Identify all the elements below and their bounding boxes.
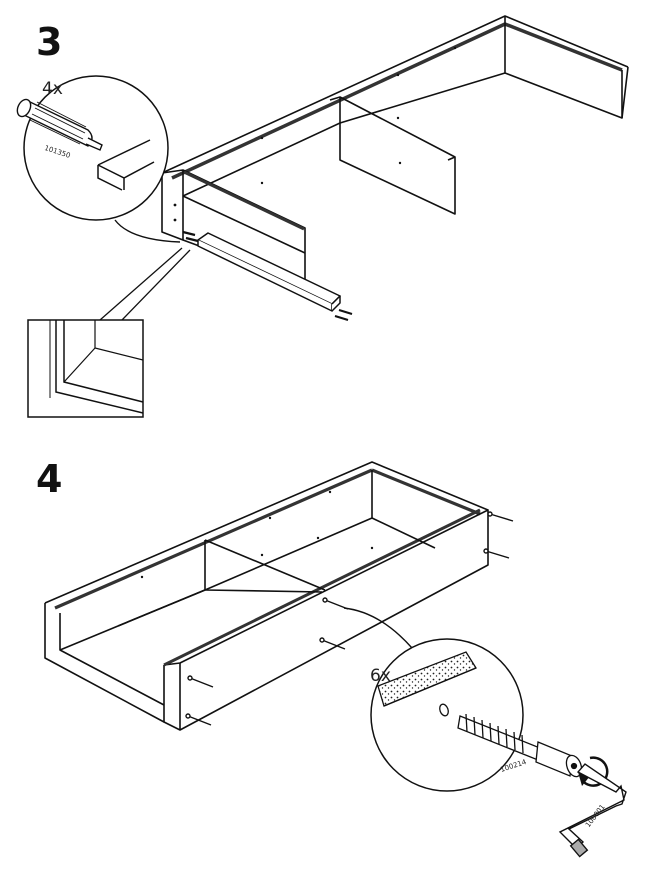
rotate-arrow-icon [580, 756, 609, 787]
bolts-step4 [185, 511, 514, 726]
step3-frame [161, 15, 629, 286]
bottom-board [197, 232, 341, 312]
step-number: 4 [36, 457, 63, 501]
corner-detail [27, 319, 144, 418]
quantity-label: 6x [370, 666, 391, 686]
dowels-step3 [182, 230, 353, 322]
panel-edge-section [377, 651, 477, 707]
quantity-label: 4x [42, 79, 63, 99]
step4-frame [44, 461, 489, 731]
step4-holes [140, 490, 374, 579]
wooden-dowel-icon [16, 98, 103, 151]
allen-key-icon [558, 763, 627, 858]
step-number: 3 [36, 20, 63, 64]
step3-holes [173, 46, 457, 222]
